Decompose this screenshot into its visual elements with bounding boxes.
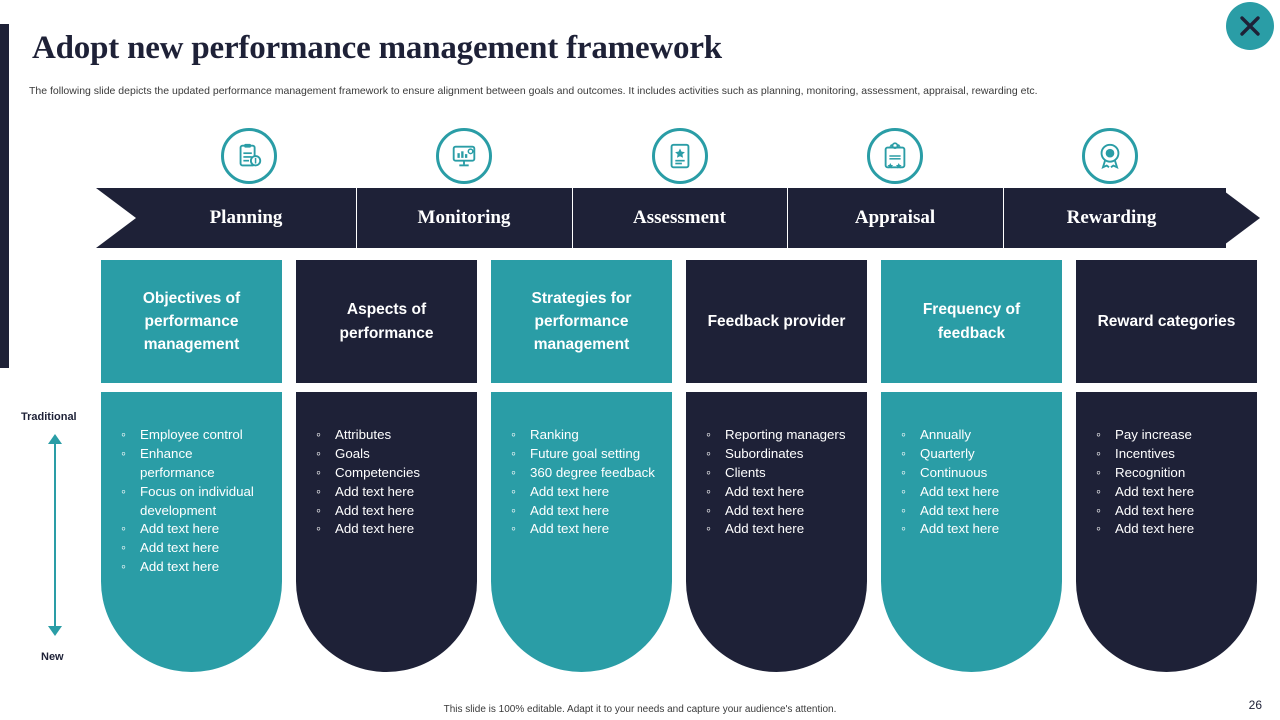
icon-circle-assessment bbox=[652, 128, 708, 184]
assessment-checklist-icon bbox=[670, 143, 690, 169]
axis-line bbox=[54, 442, 56, 627]
column-body-feedback-provider: Reporting managers Subordinates Clients … bbox=[686, 392, 867, 672]
list-item: Focus on individual development bbox=[119, 482, 268, 521]
column-body-reward-categories: Pay increase Incentives Recognition Add … bbox=[1076, 392, 1257, 672]
list-item: Ranking bbox=[509, 425, 658, 445]
banner-separator bbox=[572, 188, 573, 248]
banner-body bbox=[96, 188, 1226, 248]
column-body-objectives: Employee control Enhance performance Foc… bbox=[101, 392, 282, 672]
list-item: Annually bbox=[899, 425, 1048, 445]
list-item: 360 degree feedback bbox=[509, 463, 658, 483]
left-accent-bar bbox=[0, 24, 9, 368]
list-item: Continuous bbox=[899, 463, 1048, 483]
list-item: Competencies bbox=[314, 463, 463, 483]
page-title: Adopt new performance management framewo… bbox=[32, 30, 722, 66]
bullet-list: Annually Quarterly Continuous Add text h… bbox=[899, 425, 1048, 539]
list-item: Add text here bbox=[1094, 501, 1243, 521]
close-button[interactable] bbox=[1226, 2, 1274, 50]
phase-assessment[interactable]: Assessment bbox=[633, 207, 726, 228]
list-item: Add text here bbox=[899, 482, 1048, 502]
list-item: Add text here bbox=[1094, 519, 1243, 539]
phase-appraisal[interactable]: Appraisal bbox=[854, 207, 936, 228]
list-item: Add text here bbox=[704, 519, 853, 539]
column-body-aspects: Attributes Goals Competencies Add text h… bbox=[296, 392, 477, 672]
phase-rewarding[interactable]: Rewarding bbox=[1066, 207, 1157, 228]
list-item: Recognition bbox=[1094, 463, 1243, 483]
reward-medal-icon bbox=[1100, 143, 1120, 169]
phase-banner: Planning Monitoring Assessment Appraisal… bbox=[96, 188, 1260, 248]
list-item: Subordinates bbox=[704, 444, 853, 464]
footnote: This slide is 100% editable. Adapt it to… bbox=[443, 704, 837, 715]
monitor-chart-icon bbox=[452, 145, 476, 167]
list-item: Add text here bbox=[509, 501, 658, 521]
icon-circle-rewarding bbox=[1082, 128, 1138, 184]
column-header-reward-categories[interactable]: Reward categories bbox=[1076, 260, 1257, 383]
clipboard-plan-icon bbox=[239, 143, 262, 167]
list-item: Add text here bbox=[704, 482, 853, 502]
list-item: Incentives bbox=[1094, 444, 1243, 464]
list-item: Attributes bbox=[314, 425, 463, 445]
appraisal-award-document-icon bbox=[884, 142, 906, 169]
column-body-frequency: Annually Quarterly Continuous Add text h… bbox=[881, 392, 1062, 672]
list-item: Add text here bbox=[509, 482, 658, 502]
list-item: Reporting managers bbox=[704, 425, 853, 445]
list-item: Add text here bbox=[509, 519, 658, 539]
bullet-list: Employee control Enhance performance Foc… bbox=[119, 425, 268, 577]
list-item: Add text here bbox=[1094, 482, 1243, 502]
list-item: Add text here bbox=[119, 519, 268, 539]
icon-circle-monitoring bbox=[436, 128, 492, 184]
icon-circle-planning bbox=[221, 128, 277, 184]
list-item: Add text here bbox=[119, 557, 268, 577]
list-item: Future goal setting bbox=[509, 444, 658, 464]
axis-label-traditional: Traditional bbox=[21, 411, 77, 423]
column-header-frequency[interactable]: Frequency of feedback bbox=[881, 260, 1062, 383]
axis-arrow-down-icon bbox=[48, 626, 62, 636]
bullet-list: Pay increase Incentives Recognition Add … bbox=[1094, 425, 1243, 539]
axis-arrow-up-icon bbox=[48, 434, 62, 444]
banner-arrow-tip bbox=[1220, 188, 1260, 248]
page-subtitle: The following slide depicts the updated … bbox=[29, 85, 1038, 97]
list-item: Enhance performance bbox=[119, 444, 268, 483]
list-item: Add text here bbox=[899, 519, 1048, 539]
list-item: Add text here bbox=[314, 519, 463, 539]
list-item: Employee control bbox=[119, 425, 268, 445]
list-item: Add text here bbox=[314, 482, 463, 502]
phase-monitoring[interactable]: Monitoring bbox=[417, 207, 511, 228]
list-item: Goals bbox=[314, 444, 463, 464]
banner-separator bbox=[787, 188, 788, 248]
list-item: Quarterly bbox=[899, 444, 1048, 464]
column-header-feedback-provider[interactable]: Feedback provider bbox=[686, 260, 867, 383]
list-item: Add text here bbox=[119, 538, 268, 558]
phase-planning[interactable]: Planning bbox=[209, 207, 283, 228]
column-header-objectives[interactable]: Objectives of performance management bbox=[101, 260, 282, 383]
page-number: 26 bbox=[1248, 698, 1262, 712]
axis-label-new: New bbox=[41, 651, 64, 663]
list-item: Add text here bbox=[899, 501, 1048, 521]
column-header-strategies[interactable]: Strategies for performance management bbox=[491, 260, 672, 383]
close-icon bbox=[1240, 16, 1260, 36]
banner-separator bbox=[1003, 188, 1004, 248]
banner-separator bbox=[356, 188, 357, 248]
icon-row bbox=[0, 128, 1280, 186]
list-item: Add text here bbox=[704, 501, 853, 521]
icon-circle-appraisal bbox=[867, 128, 923, 184]
column-header-aspects[interactable]: Aspects of performance bbox=[296, 260, 477, 383]
column-body-strategies: Ranking Future goal setting 360 degree f… bbox=[491, 392, 672, 672]
list-item: Pay increase bbox=[1094, 425, 1243, 445]
list-item: Add text here bbox=[314, 501, 463, 521]
bullet-list: Attributes Goals Competencies Add text h… bbox=[314, 425, 463, 539]
bullet-list: Reporting managers Subordinates Clients … bbox=[704, 425, 853, 539]
bullet-list: Ranking Future goal setting 360 degree f… bbox=[509, 425, 658, 539]
list-item: Clients bbox=[704, 463, 853, 483]
